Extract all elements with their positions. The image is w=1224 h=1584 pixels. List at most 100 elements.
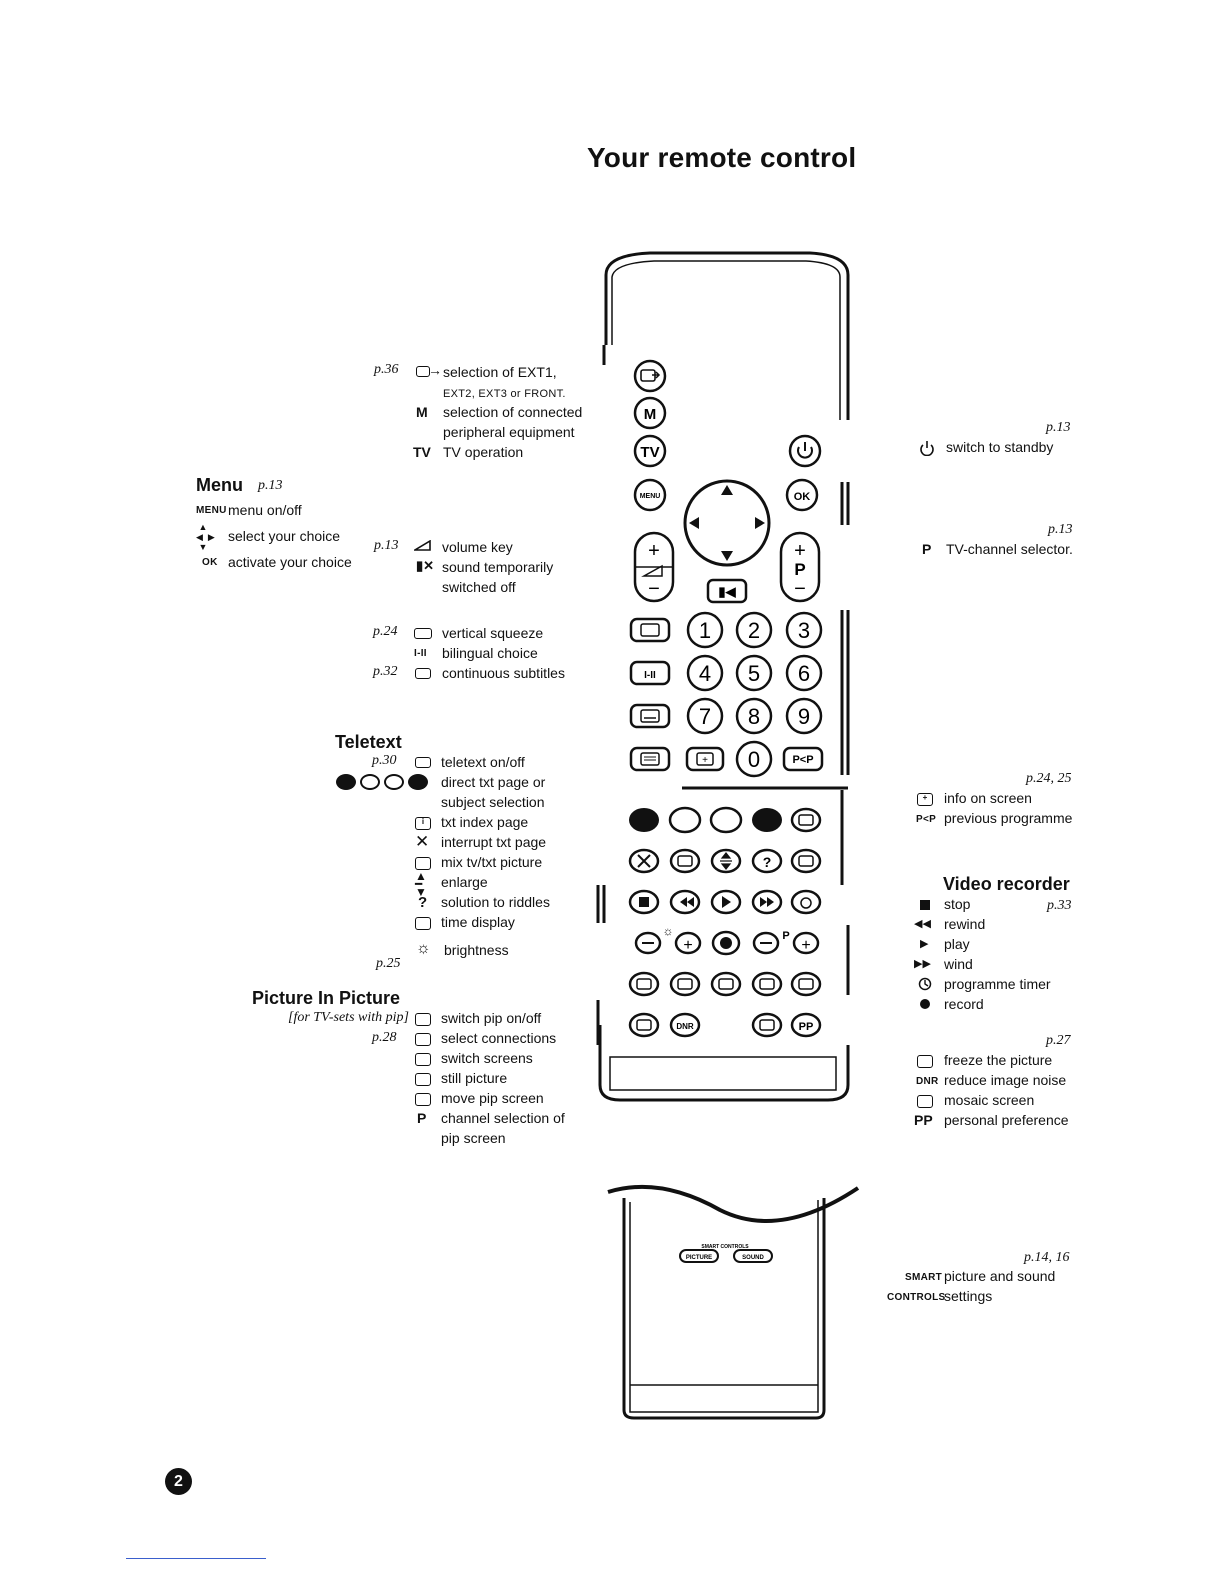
rewind-icon: ◀◀ [914, 918, 931, 930]
time-label: time display [441, 914, 515, 930]
video-heading: Video recorder [943, 874, 1070, 894]
teletext-ref: p.30 [372, 753, 397, 768]
squeeze-label: vertical squeeze [442, 625, 544, 641]
smart-line2: settings [944, 1288, 993, 1304]
digit-5: 5 [748, 661, 760, 686]
pip-still-label: still picture [441, 1070, 508, 1086]
pip-p-symbol: P [417, 1110, 427, 1126]
brightness-ref: p.25 [376, 956, 401, 971]
pp-button-symbol: PP [914, 1112, 933, 1128]
mosaic-icon [917, 1095, 933, 1108]
pip-move-icon [415, 1093, 431, 1106]
pip-onoff-icon [415, 1013, 431, 1026]
smart-controls-label: SMART CONTROLS [701, 1244, 749, 1250]
remote-pp-label: PP [799, 1021, 814, 1033]
digit-6: 6 [798, 661, 810, 686]
smart-symbol-2: CONTROLS [887, 1292, 946, 1303]
pip-connections-icon [415, 1033, 431, 1046]
tv-label: TV operation [443, 444, 524, 460]
menu-ref: p.13 [258, 478, 283, 493]
wind-label: wind [944, 956, 973, 972]
time-icon [415, 917, 431, 930]
info-label: info on screen [944, 790, 1032, 806]
page-title: Your remote control [587, 142, 857, 173]
mix-label: mix tv/txt picture [441, 854, 543, 870]
remote-p-label: P [794, 560, 805, 579]
footer-rule [126, 1558, 266, 1559]
interrupt-label: interrupt txt page [441, 834, 547, 850]
digit-keypad: 1 2 3 4 5 6 7 8 9 0 [686, 611, 823, 778]
play-label: play [944, 936, 970, 952]
pip-move-label: move pip screen [441, 1090, 544, 1106]
remote-back-illustration: SMART CONTROLS PICTURE SOUND [607, 1184, 860, 1420]
source-line1: selection of EXT1, [443, 364, 557, 380]
standby-label: switch to standby [946, 439, 1054, 455]
stop-label: stop [944, 896, 971, 912]
record-label: record [944, 996, 984, 1012]
enlarge-icon: ▲━▼ [415, 869, 427, 899]
arrows-icon: ▲◀ ▶ ▼ [196, 522, 215, 552]
pip-channel-line2: pip screen [441, 1130, 506, 1146]
remote-m-label: M [644, 406, 657, 423]
mute-line1: sound temporarily [442, 559, 554, 575]
smart-ref: p.14, 16 [1024, 1250, 1070, 1265]
svg-text:+: + [794, 540, 806, 562]
video-ref: p.33 [1047, 898, 1072, 913]
svg-text:+: + [683, 937, 692, 954]
standby-icon [920, 441, 934, 456]
volume-icon [414, 540, 431, 551]
pip-channel-line1: channel selection of [441, 1110, 565, 1126]
enlarge-label: enlarge [441, 874, 488, 890]
bilingual-symbol: I-II [414, 648, 427, 659]
info-icon: + [917, 793, 933, 806]
svg-text:−: − [794, 578, 806, 600]
svg-text:+: + [801, 937, 810, 954]
teletext-onoff-label: teletext on/off [441, 754, 525, 770]
teletext-heading: Teletext [335, 732, 402, 752]
mute-icon: ▮✕ [416, 558, 435, 573]
channel-label: TV-channel selector. [946, 541, 1073, 557]
m-line1: selection of connected [443, 404, 583, 420]
picture-button-label: PICTURE [686, 1255, 712, 1261]
smart-symbol-1: SMART [905, 1272, 943, 1283]
remote-tv-label: TV [640, 444, 659, 461]
dnr-label: reduce image noise [944, 1072, 1067, 1088]
record-icon [920, 999, 930, 1009]
remote-ok-label: OK [794, 491, 811, 503]
subtitle-label: continuous subtitles [442, 665, 565, 681]
sound-button-label: SOUND [742, 1255, 764, 1261]
remote-pip-label: P<P [792, 754, 813, 766]
svg-text:+: + [648, 540, 660, 562]
svg-text:☼: ☼ [663, 924, 674, 938]
colour-line1: direct txt page or [441, 774, 546, 790]
ok-symbol: OK [202, 557, 218, 568]
pip-onoff-label: switch pip on/off [441, 1010, 542, 1026]
mix-icon [415, 857, 431, 870]
digit-9: 9 [798, 704, 810, 729]
pp-button-label: personal preference [944, 1112, 1069, 1128]
pp-symbol: P<P [916, 814, 937, 825]
menu-label: menu on/off [228, 502, 302, 518]
play-icon: ▶ [920, 938, 929, 950]
source-icon [416, 366, 430, 377]
pip-connections-label: select connections [441, 1030, 557, 1046]
pip-still-icon [415, 1073, 431, 1086]
svg-text:▮◀: ▮◀ [718, 584, 736, 599]
pip-heading: Picture In Picture [252, 988, 401, 1008]
remote-menu-label: MENU [640, 493, 661, 500]
volume-label: volume key [442, 539, 513, 555]
source-line2: EXT2, EXT3 or FRONT. [443, 388, 566, 400]
digit-8: 8 [748, 704, 760, 729]
digit-7: 7 [699, 704, 711, 729]
extra-ref: p.27 [1046, 1033, 1071, 1048]
pip-screens-icon [415, 1053, 431, 1066]
source-arrow-icon: → [428, 362, 442, 378]
freeze-icon [917, 1055, 933, 1068]
svg-text:?: ? [763, 854, 772, 870]
svg-text:P: P [782, 930, 789, 942]
tv-symbol: TV [413, 444, 431, 460]
digit-1: 1 [699, 618, 711, 643]
standby-ref: p.13 [1046, 420, 1071, 435]
pip-ref: p.28 [372, 1030, 397, 1045]
channel-symbol: P [922, 541, 932, 557]
